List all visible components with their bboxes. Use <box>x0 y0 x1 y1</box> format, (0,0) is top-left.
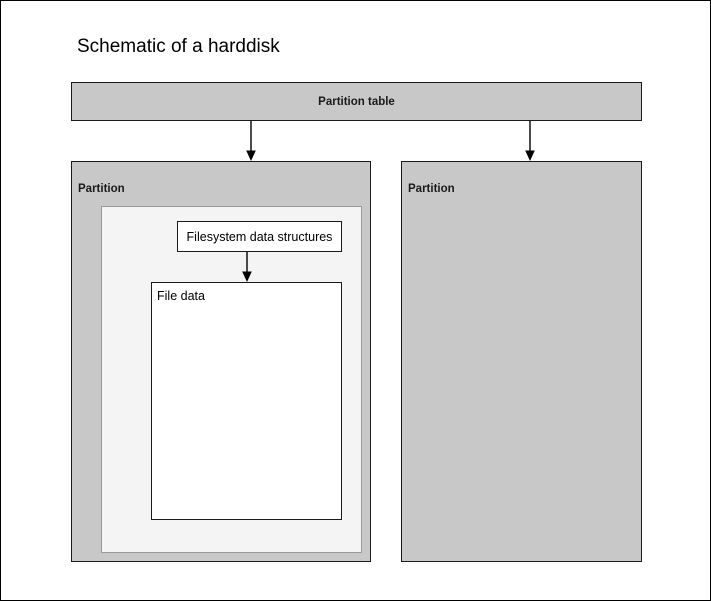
partition-table-label: Partition table <box>318 95 395 108</box>
partition-table-box[interactable]: Partition table <box>71 82 642 121</box>
file-data-box[interactable]: File data <box>151 282 342 520</box>
filesystem-data-structures-label: Filesystem data structures <box>186 229 333 244</box>
filesystem-data-structures-box[interactable]: Filesystem data structures <box>177 221 342 252</box>
file-data-label: File data <box>157 289 205 303</box>
partition-2-box[interactable]: Partition <box>401 161 642 562</box>
partition-1-label: Partition <box>78 183 125 195</box>
partition-2-label: Partition <box>408 183 455 195</box>
page-title: Schematic of a harddisk <box>77 36 280 57</box>
